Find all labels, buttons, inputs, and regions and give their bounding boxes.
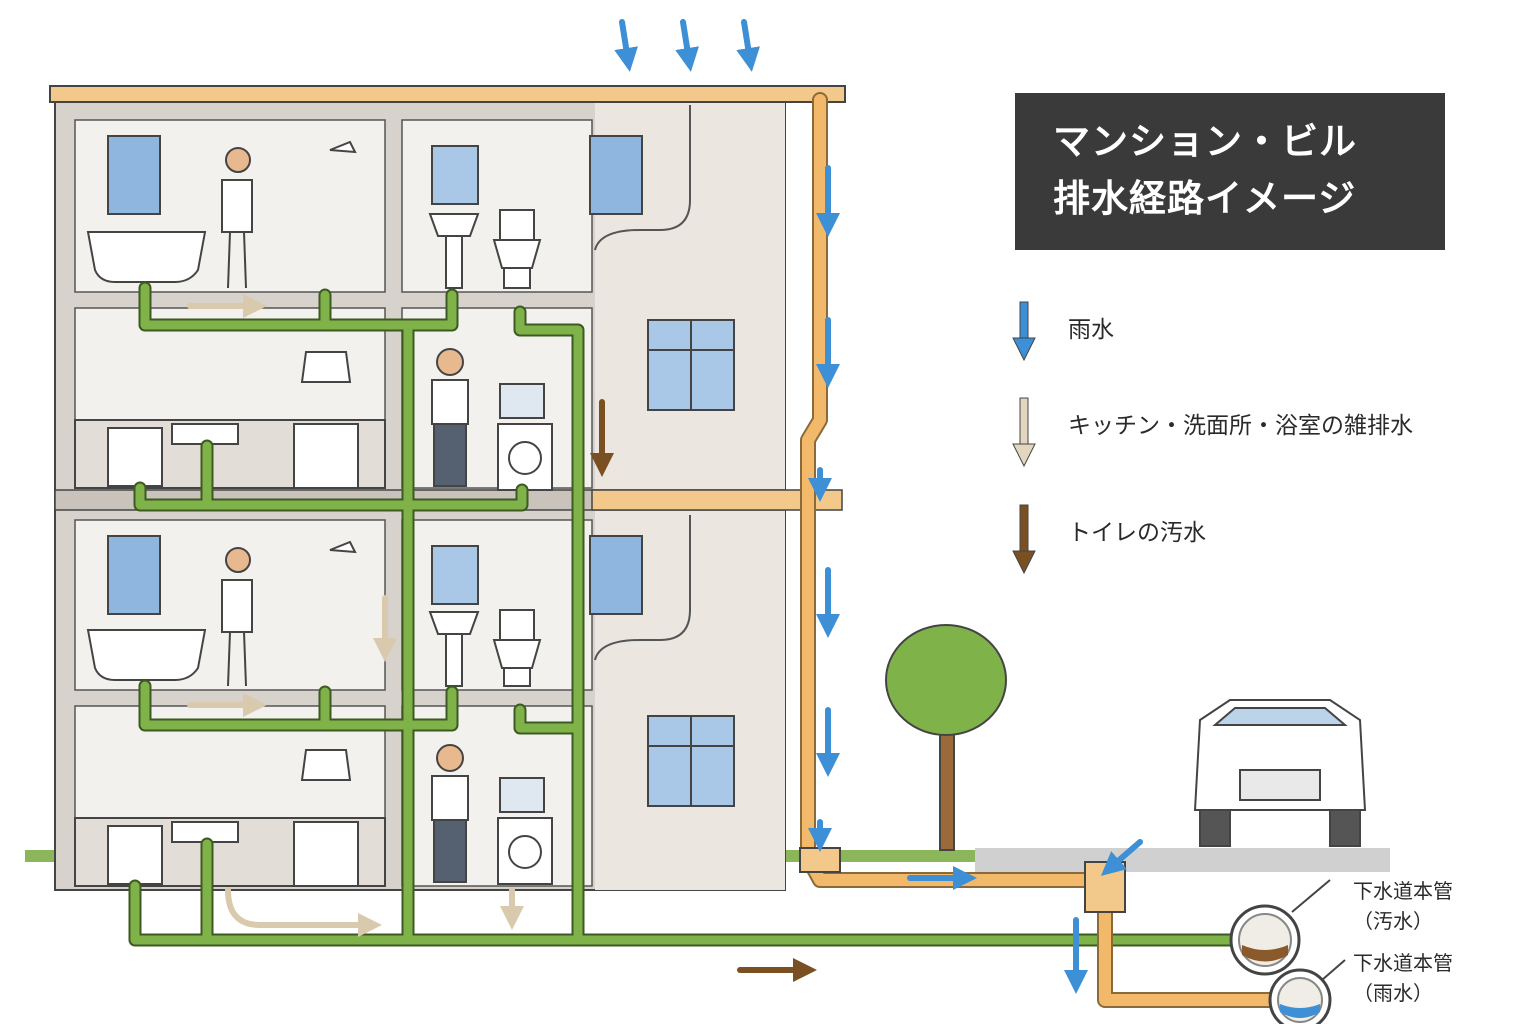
window bbox=[647, 319, 735, 807]
tree bbox=[885, 624, 1007, 851]
person-laundry bbox=[431, 348, 469, 883]
washing-machine bbox=[497, 383, 553, 885]
title-box: マンション・ビル 排水経路イメージ bbox=[1015, 93, 1445, 250]
rain-flow-arrow bbox=[614, 19, 1143, 994]
kitchen-counter bbox=[74, 351, 386, 887]
legend-label: キッチン・洗面所・浴室の雑排水 bbox=[1068, 413, 1413, 439]
sewer-main-sewage bbox=[1229, 904, 1301, 976]
label-line-2: （雨水） bbox=[1353, 981, 1433, 1005]
graywater-flow-arrow bbox=[187, 294, 524, 937]
down-arrow-icon bbox=[1012, 301, 1036, 362]
legend-label: トイレの汚水 bbox=[1068, 520, 1206, 546]
catch-basin bbox=[1084, 861, 1126, 913]
window bbox=[107, 135, 643, 615]
label-line-1: 下水道本管 bbox=[1353, 951, 1453, 975]
leader-line bbox=[1321, 959, 1346, 981]
title-line-2: 排水経路イメージ bbox=[1053, 177, 1357, 220]
rain-inlet bbox=[799, 847, 841, 873]
sewer-main-sewage-label: 下水道本管 （汚水） bbox=[1353, 876, 1453, 936]
car bbox=[1193, 699, 1367, 847]
title-line-1: マンション・ビル bbox=[1053, 120, 1357, 163]
washbasin bbox=[428, 145, 480, 687]
shower-head-icon bbox=[329, 140, 357, 554]
person-bathing bbox=[221, 147, 253, 687]
down-arrow-icon bbox=[1012, 397, 1036, 468]
label-line-1: 下水道本管 bbox=[1353, 879, 1453, 903]
legend-label: 雨水 bbox=[1068, 317, 1114, 343]
sewage-flow-arrow bbox=[590, 399, 817, 982]
rain-downpipe bbox=[800, 92, 1303, 1008]
down-arrow-icon bbox=[1012, 504, 1036, 575]
sewer-main-rain-label: 下水道本管 （雨水） bbox=[1353, 948, 1453, 1008]
toilet bbox=[492, 209, 542, 687]
roof bbox=[49, 85, 846, 103]
label-line-2: （汚水） bbox=[1353, 909, 1433, 933]
bathtub bbox=[86, 231, 207, 681]
sewer-main-rain bbox=[1268, 968, 1332, 1024]
leader-line bbox=[1291, 879, 1331, 913]
road bbox=[975, 848, 1390, 872]
